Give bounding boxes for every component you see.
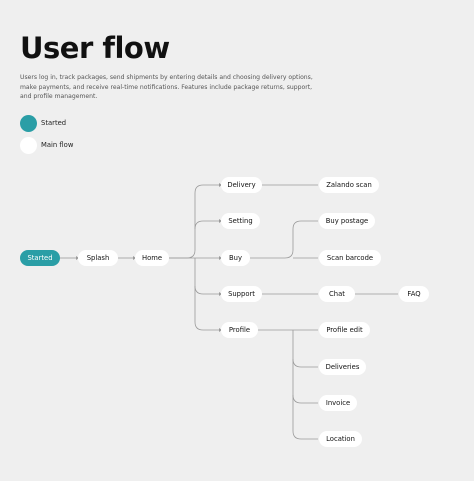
node-deliveries: Deliveries: [319, 359, 366, 375]
edge-profile-deliveries: [292, 330, 318, 368]
arrow-home: [133, 256, 136, 260]
legend-main-flow-label: Main flow: [41, 141, 74, 149]
arrow-splash: [76, 256, 79, 260]
arrow-support: [219, 292, 222, 296]
node-faq: FAQ: [399, 286, 429, 302]
legend-started-swatch: [20, 115, 37, 132]
node-zalando-scan: Zalando scan: [319, 177, 379, 193]
arrow-buy: [219, 256, 222, 260]
node-started: Started: [20, 250, 60, 266]
node-profile: Profile: [221, 322, 258, 338]
edge-home-delivery: [169, 184, 220, 259]
arrow-profile: [219, 328, 222, 332]
node-invoice: Invoice: [319, 395, 357, 411]
edge-home-support: [194, 258, 220, 295]
node-buy-postage: Buy postage: [319, 213, 375, 229]
node-home: Home: [135, 250, 169, 266]
node-splash: Splash: [78, 250, 118, 266]
page-description: Users log in, track packages, send shipm…: [20, 74, 313, 101]
edge-home-profile: [194, 286, 220, 331]
node-buy: Buy: [221, 250, 250, 266]
legend-main-flow-swatch: [20, 137, 37, 154]
node-setting: Setting: [221, 213, 260, 229]
edge-buy-postage: [250, 220, 318, 259]
arrow-delivery: [219, 183, 222, 187]
node-profile-edit: Profile edit: [319, 322, 370, 338]
edge-home-setting: [194, 220, 220, 230]
node-support: Support: [221, 286, 262, 302]
arrow-setting: [219, 219, 222, 223]
edge-profile-location: [292, 395, 318, 440]
node-scan-barcode: Scan barcode: [319, 250, 381, 266]
node-location: Location: [319, 431, 362, 447]
page-title: User flow: [20, 31, 170, 65]
node-delivery: Delivery: [221, 177, 262, 193]
edge-profile-invoice: [292, 359, 318, 404]
node-chat: Chat: [319, 286, 355, 302]
legend-started-label: Started: [41, 119, 67, 127]
